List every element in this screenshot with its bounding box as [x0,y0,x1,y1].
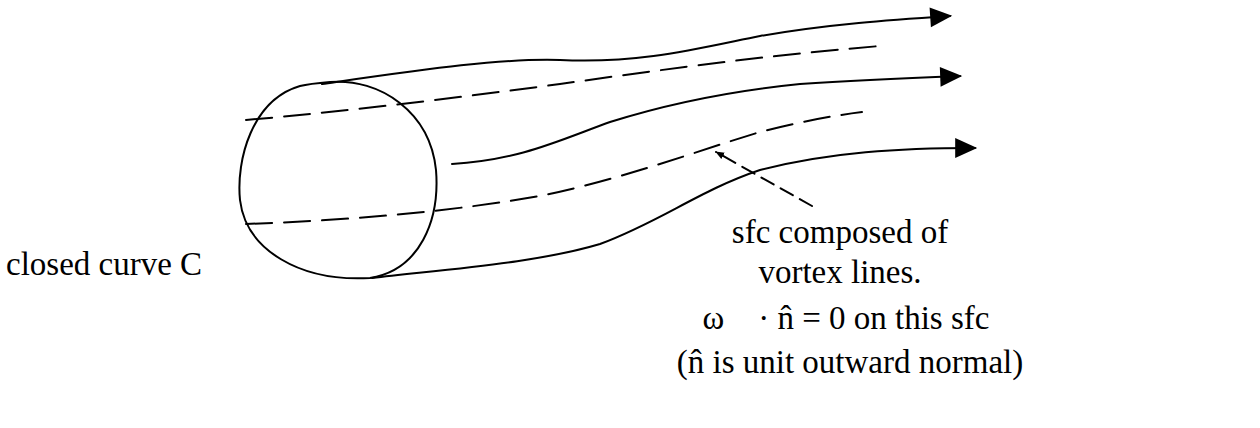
surface-label: sfc composed of vortex lines. [704,212,976,292]
equation-label: ω⃗ · n̂ = 0 on this sfc [703,298,990,338]
hidden-vortex-line [246,112,862,224]
note-label: (n̂ is unit outward normal) [677,342,1023,382]
leader-arrow [716,152,812,206]
curve-label: closed curve C [6,244,202,284]
hidden-vortex-line [246,46,880,120]
